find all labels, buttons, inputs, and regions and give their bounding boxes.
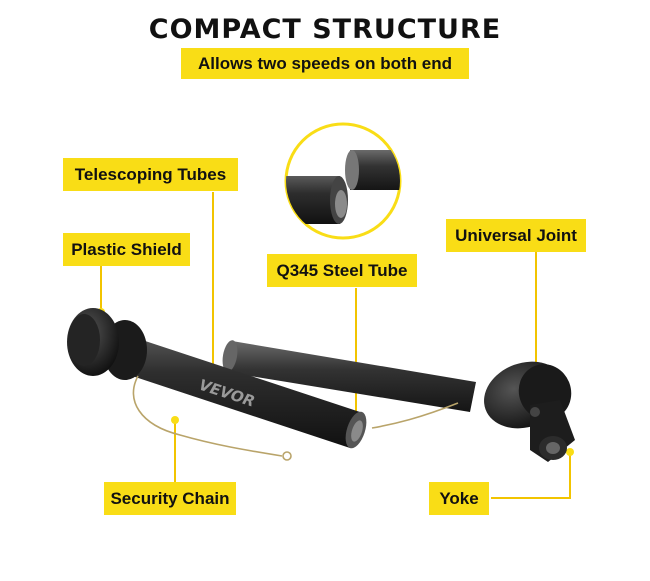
callout-q345-steel-tube: Q345 Steel Tube (267, 254, 417, 287)
callout-telescoping-tubes: Telescoping Tubes (63, 158, 238, 191)
plastic-shield-assembly (67, 308, 367, 449)
callout-universal-joint: Universal Joint (446, 219, 586, 252)
subtitle-banner: Allows two speeds on both end (181, 48, 469, 79)
tube-closeup-inset (284, 122, 402, 240)
outer-steel-tube (222, 340, 476, 412)
security-chain (132, 375, 459, 461)
callout-security-chain: Security Chain (104, 482, 236, 515)
universal-joint-assembly (484, 361, 575, 462)
callout-yoke: Yoke (429, 482, 489, 515)
page-title: COMPACT STRUCTURE (148, 14, 502, 45)
callout-plastic-shield: Plastic Shield (63, 233, 190, 266)
